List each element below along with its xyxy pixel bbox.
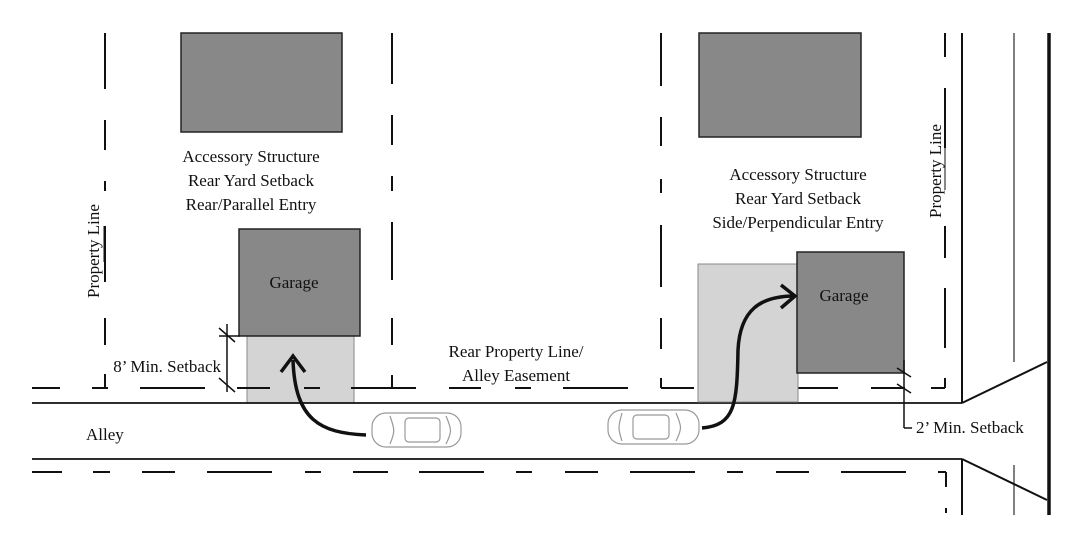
right-setback-label: 2’ Min. Setback (916, 418, 1024, 437)
center-label-line-1: Rear Property Line/ (448, 342, 583, 361)
left-garage-label: Garage (269, 273, 318, 292)
street (961, 33, 1051, 515)
right-setback-dimension (896, 360, 912, 429)
left-setback-dimension (218, 324, 240, 393)
left-caption-line-1: Accessory Structure (182, 147, 319, 166)
left-entry-arrow (279, 353, 367, 437)
right-garage-label: Garage (819, 286, 868, 305)
right-caption-line-3: Side/Perpendicular Entry (712, 213, 884, 232)
left-caption-line-3: Rear/Parallel Entry (186, 195, 317, 214)
center-label-line-2: Alley Easement (462, 366, 570, 385)
left-garage (238, 228, 361, 337)
lower-property-line (32, 471, 947, 513)
right-caption-line-1: Accessory Structure (729, 165, 866, 184)
car-left (371, 412, 462, 448)
left-property-line-label: Property Line (84, 204, 103, 298)
alley-label: Alley (86, 425, 124, 444)
right-house (698, 32, 862, 138)
left-caption-line-2: Rear Yard Setback (188, 171, 315, 190)
right-caption-line-2: Rear Yard Setback (735, 189, 862, 208)
right-property-line-label: Property Line (926, 124, 945, 218)
left-setback-label: 8’ Min. Setback (113, 357, 221, 376)
car-right (607, 409, 700, 445)
right-entry-arrow (701, 283, 798, 430)
left-house (180, 32, 343, 133)
left-driveway (246, 335, 355, 404)
right-garage (796, 251, 905, 374)
